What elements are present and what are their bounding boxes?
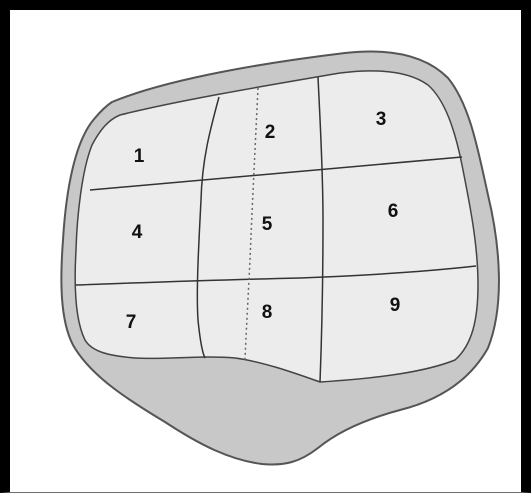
region-label-9: 9: [390, 295, 401, 316]
region-label-2: 2: [265, 122, 276, 143]
region-label-5: 5: [262, 214, 273, 235]
region-label-6: 6: [388, 201, 399, 222]
region-label-7: 7: [126, 312, 137, 333]
region-label-3: 3: [376, 109, 387, 130]
region-label-1: 1: [134, 146, 145, 167]
region-label-8: 8: [262, 302, 273, 323]
region-label-4: 4: [132, 222, 143, 243]
